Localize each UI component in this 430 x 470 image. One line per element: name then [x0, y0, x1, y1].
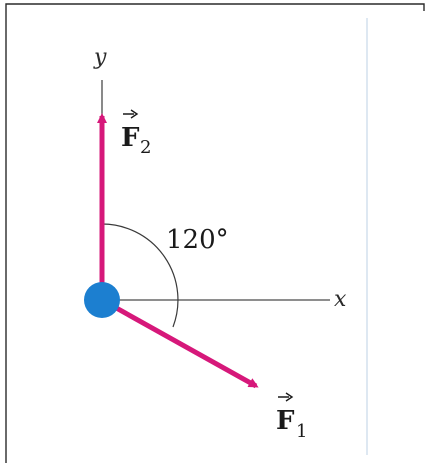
f1-vector-arrow-icon: [285, 392, 294, 402]
force-f2-label: F 2: [121, 109, 151, 158]
f1-symbol: F: [276, 406, 295, 436]
force-f1-label: F 1: [276, 392, 307, 442]
figure-frame: [5, 3, 425, 463]
x-axis-label: x: [334, 287, 347, 312]
y-axis-label: y: [93, 45, 107, 70]
f2-subscript: 2: [140, 137, 151, 158]
angle-arc: [101, 223, 179, 328]
f2-vector-arrow-icon: [130, 109, 139, 119]
f1-subscript: 1: [296, 421, 307, 442]
angle-label: 120°: [166, 225, 229, 255]
particle: [84, 282, 120, 318]
force-f1-arrow: [100, 297, 259, 389]
f2-symbol: F: [121, 123, 140, 153]
